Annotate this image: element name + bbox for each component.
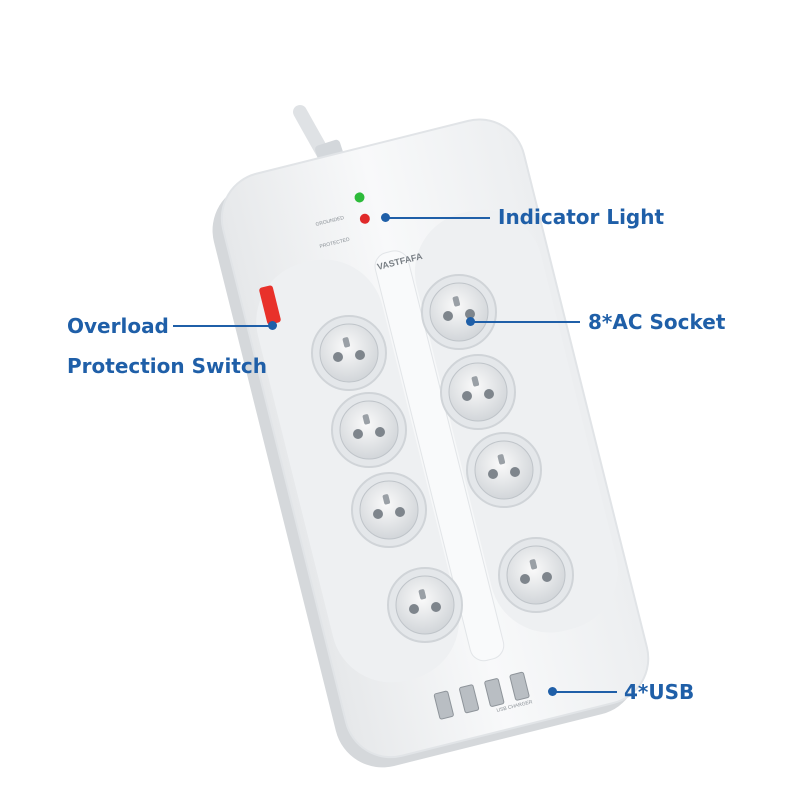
ac-socket [498,537,574,613]
ac-socket [351,472,427,548]
ac-socket [387,567,463,643]
ac-socket-callout-line [470,321,580,323]
usb-ports [433,671,530,720]
usb-callout-dot [548,687,557,696]
ac-socket [331,392,407,468]
center-channel [374,250,505,662]
ac-socket [466,432,542,508]
usb-port [484,678,505,707]
usb-port [509,671,530,701]
ac-socket [421,274,497,350]
ac-socket-callout-dot [466,317,475,326]
grounded-led [354,192,365,203]
overload-callout-dot [268,321,277,330]
overload-callout-line [173,325,273,327]
indicator-callout-line [386,217,490,219]
ac-sockets [311,274,574,643]
usb-label: 4*USB [624,680,695,704]
protected-led [359,213,370,224]
indicator-light-label: Indicator Light [498,205,665,229]
usb-port [459,684,480,714]
overload-label-line1: Overload [67,314,169,338]
indicator-callout-dot [381,213,390,222]
ac-socket-label: 8*AC Socket [588,310,726,334]
ac-socket [311,315,387,391]
usb-callout-line [553,691,617,693]
usb-port [433,690,454,720]
overload-switch [259,285,281,325]
overload-label-line2: Protection Switch [67,354,267,378]
ac-socket [440,354,516,430]
